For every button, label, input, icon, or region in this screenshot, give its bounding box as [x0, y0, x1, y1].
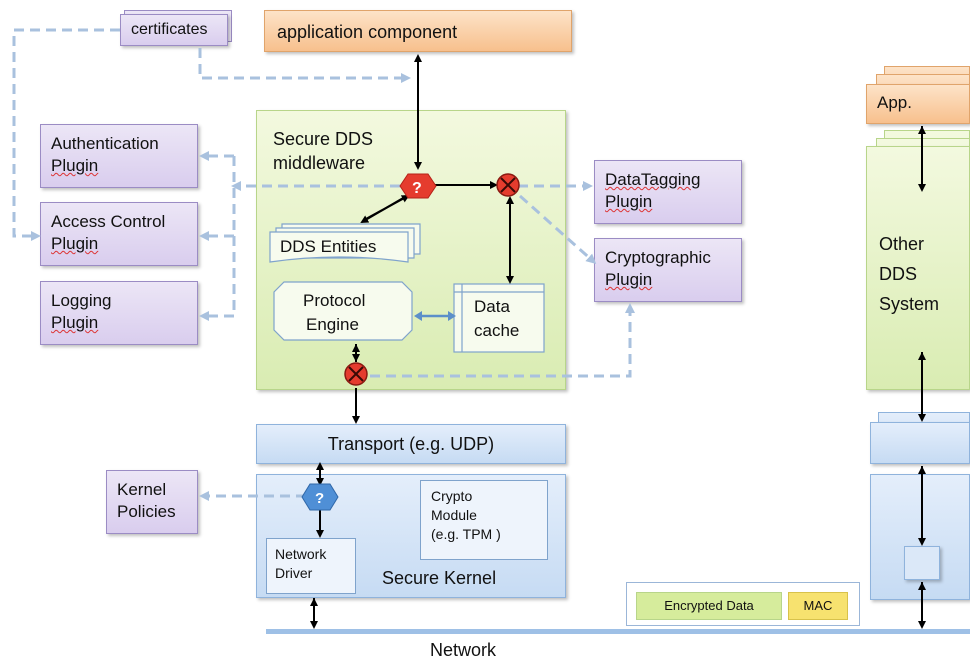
- network-driver-box: Network Driver: [266, 538, 356, 594]
- logging-plugin-label-line1: Logging: [51, 291, 112, 310]
- secure-dds-middleware-title: Secure DDS middleware: [273, 127, 373, 175]
- transport-box: Transport (e.g. UDP): [256, 424, 566, 464]
- app-label: App.: [877, 93, 912, 112]
- crypto-module-label-line2: Module: [431, 507, 477, 523]
- cryptographic-plugin-label-line2: Plugin: [605, 270, 653, 289]
- data-cache-shape: [453, 283, 545, 353]
- crypto-transform-icon-top: [496, 173, 520, 197]
- crypto-transform-icon-bottom: [344, 362, 368, 386]
- encrypted-data-legend: Encrypted Data: [636, 592, 782, 620]
- kernel-policies-label-line2: Policies: [117, 502, 176, 521]
- certificates-box: certificates: [120, 14, 228, 46]
- logging-plugin-label-line2: Plugin: [51, 313, 99, 332]
- mac-legend: MAC: [788, 592, 848, 620]
- protocol-engine-label-line1: Protocol: [303, 291, 365, 310]
- protocol-engine-label-line2: Engine: [306, 315, 359, 334]
- svg-text:?: ?: [315, 490, 324, 507]
- other-dds-system-label-line3: System: [879, 294, 940, 314]
- network-driver-label-line2: Driver: [275, 565, 313, 581]
- datatagging-plugin-label-line2: Plugin: [605, 192, 653, 211]
- dds-entities-shape: [269, 223, 421, 263]
- access-control-plugin-label-line2: Plugin: [51, 234, 99, 253]
- encrypted-data-label: Encrypted Data: [664, 598, 754, 613]
- protocol-engine-shape: [273, 281, 413, 341]
- dds-entities-label: DDS Entities: [280, 237, 376, 256]
- kernel-policies-label-line1: Kernel: [117, 480, 167, 499]
- authentication-plugin-box: Authentication Plugin: [40, 124, 198, 188]
- transport-label: Transport (e.g. UDP): [327, 434, 495, 454]
- access-control-plugin-box: Access Control Plugin: [40, 202, 198, 266]
- kernel-policies-box: Kernel Policies: [106, 470, 198, 534]
- secure-kernel-label: Secure Kernel: [382, 568, 497, 588]
- application-component-box: application component: [264, 10, 572, 52]
- other-dds-system-label-line1: Other: [879, 234, 925, 254]
- logging-plugin-box: Logging Plugin: [40, 281, 198, 345]
- crypto-module-box: Crypto Module (e.g. TPM ): [420, 480, 548, 560]
- network-driver-label-line1: Network: [275, 546, 327, 562]
- kernel-policy-check-icon: ?: [301, 483, 339, 511]
- secure-dds-middleware-title-line1: Secure DDS: [273, 129, 374, 149]
- svg-text:?: ?: [412, 180, 422, 197]
- access-control-plugin-label-line1: Access Control: [51, 212, 166, 231]
- other-driver-box: [904, 546, 940, 580]
- data-cache-label-line1: Data: [474, 297, 510, 316]
- certificates-stack: certificates: [120, 10, 232, 48]
- authentication-plugin-label-line2: Plugin: [51, 156, 99, 175]
- other-dds-system-label-line2: DDS: [879, 264, 918, 284]
- certificates-label: certificates: [131, 21, 208, 38]
- mac-label: MAC: [803, 598, 833, 613]
- authentication-plugin-label-line1: Authentication: [51, 134, 159, 153]
- data-cache-label-line2: cache: [474, 321, 519, 340]
- datatagging-plugin-box: DataTagging Plugin: [594, 160, 742, 224]
- crypto-module-label-line3: (e.g. TPM ): [431, 526, 501, 542]
- black-arrows: [310, 54, 926, 629]
- crypto-module-label-line1: Crypto: [431, 488, 473, 504]
- cryptographic-plugin-box: Cryptographic Plugin: [594, 238, 742, 302]
- network-bus: [266, 629, 970, 634]
- app-box: App.: [866, 84, 970, 124]
- dashed-connectors: [12, 28, 635, 501]
- datatagging-plugin-label-line1: DataTagging: [605, 170, 701, 189]
- network-label: Network: [430, 640, 497, 660]
- middleware-policy-check-icon: ?: [399, 173, 437, 199]
- secure-dds-middleware-title-line2: middleware: [273, 153, 366, 173]
- other-transport-box: [870, 422, 970, 464]
- application-component-label: application component: [277, 22, 458, 42]
- cryptographic-plugin-label-line1: Cryptographic: [605, 248, 711, 267]
